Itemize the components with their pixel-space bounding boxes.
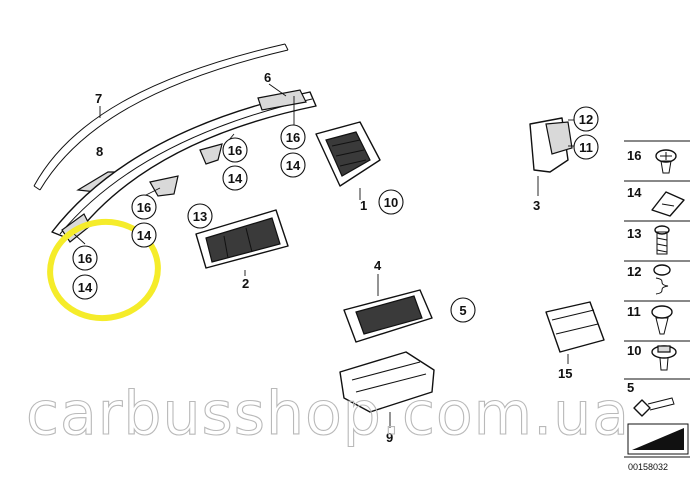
svg-text:16: 16 [286,130,300,145]
screw-head-icon [655,149,677,174]
part-15-module [545,301,605,353]
part-2-side-vent [195,209,289,269]
circled-callouts: 16 14 16 14 16 14 16 14 13 10 12 11 5 [72,106,599,323]
legend-16: 16 [627,148,641,163]
callout-16-d: 16 [72,245,98,271]
spring-screw-icon [653,264,671,295]
callout-9: 9 [386,430,393,445]
part-9-air-duct [339,351,435,413]
clip-nut-icon [651,191,685,217]
legend-14: 14 [627,185,642,200]
callout-14-a: 14 [280,152,306,178]
callout-16-b: 16 [222,137,248,163]
cable-tie-icon [633,397,675,417]
legend-12: 12 [627,264,641,279]
highlight-ellipse [47,218,161,322]
callout-16-a: 16 [280,124,306,150]
callout-10: 10 [378,189,404,215]
fastener-legend: 16 14 13 12 11 10 5 [624,140,690,472]
callout-14-c: 14 [131,222,157,248]
svg-text:14: 14 [78,280,93,295]
callout-14-d: 14 [72,274,98,300]
callout-1: 1 [360,198,367,213]
svg-text:5: 5 [459,303,466,318]
svg-text:16: 16 [137,200,151,215]
callout-13: 13 [187,203,213,229]
callout-6: 6 [264,70,271,85]
callout-12: 12 [573,106,599,132]
callout-5: 5 [450,297,476,323]
callout-16-c: 16 [131,194,157,220]
svg-text:14: 14 [137,228,152,243]
callout-8: 8 [96,144,103,159]
legend-11: 11 [627,304,641,319]
callout-11: 11 [573,134,599,160]
diagram-stamp-icon [627,423,689,455]
part-3-bracket [529,117,573,173]
part-4-rear-vent [343,289,433,343]
svg-text:16: 16 [78,251,92,266]
part-7-trim-strip [33,43,289,191]
callout-15: 15 [558,366,572,381]
bolt-icon [654,225,670,255]
callout-2: 2 [242,276,249,291]
svg-text:12: 12 [579,112,593,127]
callout-14-b: 14 [222,165,248,191]
legend-13: 13 [627,226,641,241]
expansion-clip-icon [651,305,673,335]
document-id: 00158032 [628,462,668,472]
part-1-center-vent [315,121,381,187]
legend-5: 5 [627,380,634,395]
legend-10: 10 [627,343,641,358]
svg-text:14: 14 [286,158,301,173]
callout-3: 3 [533,198,540,213]
watermark-text: carbusshop.com.ua [26,379,630,449]
svg-text:10: 10 [384,195,398,210]
svg-text:13: 13 [193,209,207,224]
svg-text:16: 16 [228,143,242,158]
svg-text:14: 14 [228,171,243,186]
callout-4: 4 [374,258,382,273]
callout-7: 7 [95,91,102,106]
svg-text:11: 11 [579,140,593,155]
leader-lines [73,83,580,428]
callout-labels: 7 8 6 1 2 3 4 15 9 [95,70,572,445]
washer-nut-icon [651,345,677,371]
